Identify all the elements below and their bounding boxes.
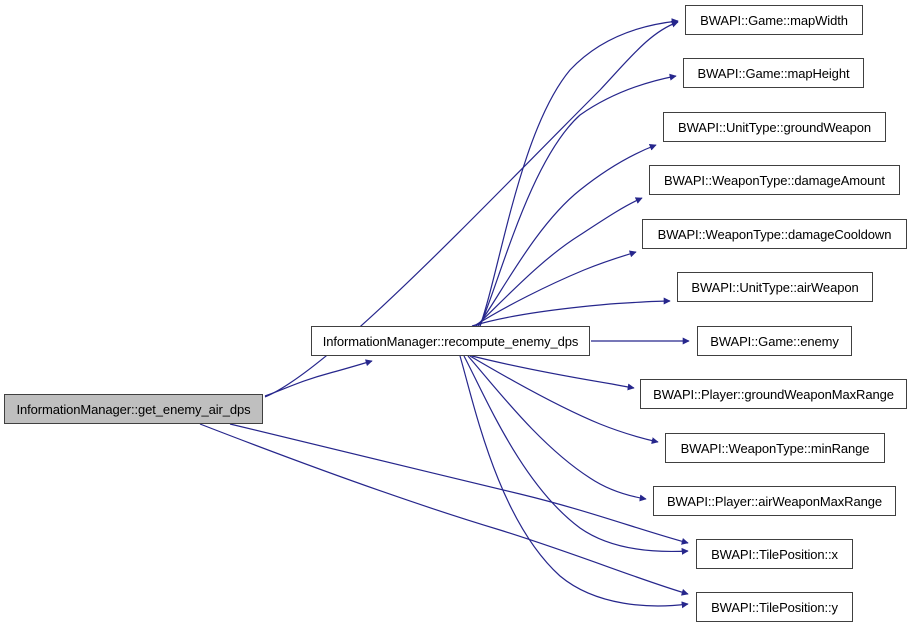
call-edge	[477, 143, 657, 327]
graph-node-label: BWAPI::Game::enemy	[710, 333, 839, 349]
graph-node-label: BWAPI::TilePosition::x	[711, 546, 838, 562]
graph-node-recompute_enemy_dps[interactable]: InformationManager::recompute_enemy_dps	[311, 326, 590, 356]
call-edge	[471, 297, 671, 327]
graph-node-airWeapon[interactable]: BWAPI::UnitType::airWeapon	[677, 272, 873, 302]
graph-node-airWeaponMaxRange[interactable]: BWAPI::Player::airWeaponMaxRange	[653, 486, 896, 516]
graph-node-label: InformationManager::get_enemy_air_dps	[16, 401, 251, 417]
call-edge	[229, 423, 689, 545]
call-edge	[479, 73, 677, 327]
graph-node-label: BWAPI::TilePosition::y	[711, 599, 838, 615]
graph-node-mapWidth[interactable]: BWAPI::Game::mapWidth	[685, 5, 863, 35]
graph-node-label: BWAPI::Game::mapHeight	[697, 65, 850, 81]
graph-node-label: BWAPI::Player::groundWeaponMaxRange	[653, 386, 894, 402]
call-edge	[467, 355, 647, 502]
call-edge	[473, 250, 637, 327]
graph-node-label: BWAPI::Player::airWeaponMaxRange	[666, 493, 882, 509]
call-edge	[469, 355, 659, 445]
graph-node-label: BWAPI::Game::mapWidth	[700, 12, 848, 28]
graph-node-enemy[interactable]: BWAPI::Game::enemy	[697, 326, 852, 356]
graph-node-groundWeapon[interactable]: BWAPI::UnitType::groundWeapon	[663, 112, 886, 142]
call-edge	[199, 423, 689, 596]
graph-node-label: BWAPI::WeaponType::minRange	[680, 440, 870, 456]
graph-node-damageCooldown[interactable]: BWAPI::WeaponType::damageCooldown	[642, 219, 907, 249]
graph-node-label: BWAPI::UnitType::groundWeapon	[678, 119, 871, 135]
graph-node-groundWeaponMaxRange[interactable]: BWAPI::Player::groundWeaponMaxRange	[640, 379, 907, 409]
graph-node-damageAmount[interactable]: BWAPI::WeaponType::damageAmount	[649, 165, 900, 195]
call-edge	[471, 355, 635, 391]
graph-node-label: BWAPI::UnitType::airWeapon	[691, 279, 859, 295]
graph-node-mapHeight[interactable]: BWAPI::Game::mapHeight	[683, 58, 864, 88]
graph-node-get_enemy_air_dps[interactable]: InformationManager::get_enemy_air_dps	[4, 394, 263, 424]
call-edge	[475, 197, 643, 327]
graph-node-label: InformationManager::recompute_enemy_dps	[322, 333, 579, 349]
graph-node-tilePositionY[interactable]: BWAPI::TilePosition::y	[696, 592, 853, 622]
graph-node-minRange[interactable]: BWAPI::WeaponType::minRange	[665, 433, 885, 463]
graph-node-label: BWAPI::WeaponType::damageCooldown	[657, 226, 892, 242]
graph-node-label: BWAPI::WeaponType::damageAmount	[664, 172, 885, 188]
graph-node-tilePositionX[interactable]: BWAPI::TilePosition::x	[696, 539, 853, 569]
call-edge	[264, 359, 373, 397]
